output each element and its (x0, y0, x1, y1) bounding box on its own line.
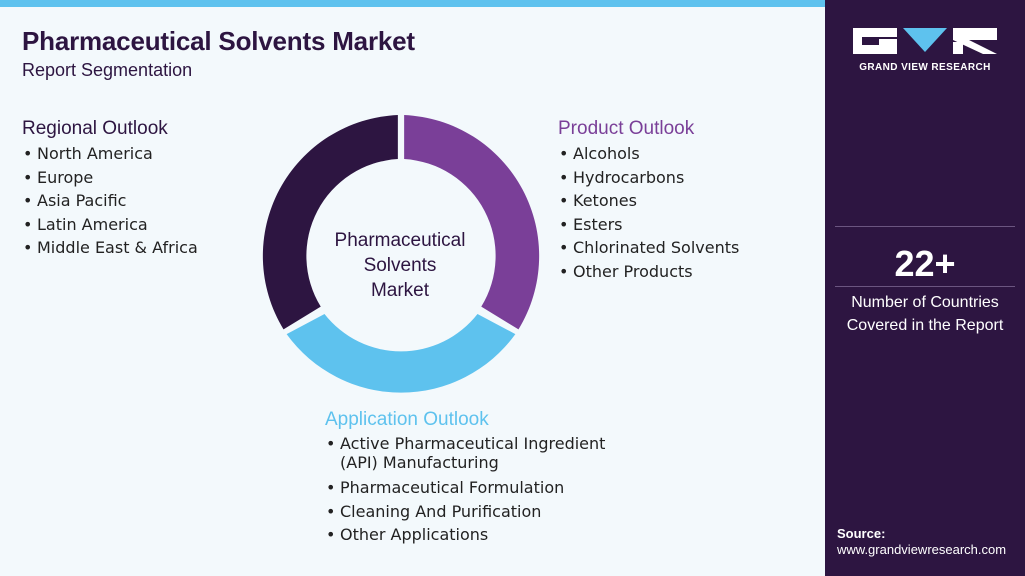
list-item: Ketones (558, 189, 739, 213)
list-item: Esters (558, 213, 739, 237)
country-count-value: 22+ (894, 243, 956, 284)
source-url: www.grandviewresearch.com (837, 542, 1007, 557)
center-label-line: Solvents (363, 255, 437, 276)
list-item: Chlorinated Solvents (558, 236, 739, 260)
application-outlook-heading: Application Outlook (325, 409, 489, 430)
product-outlook-list: Alcohols Hydrocarbons Ketones Esters Chl… (558, 142, 739, 283)
list-item: Latin America (22, 213, 198, 237)
regional-outlook-list: North America Europe Asia Pacific Latin … (22, 142, 198, 260)
center-label-line: Pharmaceutical (334, 230, 466, 251)
list-item: Europe (22, 166, 198, 190)
main-panel: Pharmaceutical Solvents Market Report Se… (0, 0, 825, 576)
stat-label-line: Covered in the Report (846, 317, 1004, 334)
source-label: Source: (837, 526, 886, 541)
center-label-line: Market (370, 280, 430, 301)
donut-segment-regional (262, 115, 398, 330)
logo-wordmark: GRAND VIEW RESEARCH (859, 62, 991, 73)
donut-center-label: Pharmaceutical Solvents Market (310, 228, 490, 303)
info-sidebar: GRAND VIEW RESEARCH 22+ Number of Countr… (825, 0, 1025, 576)
list-item: Alcohols (558, 142, 739, 166)
segmentation-donut (262, 115, 540, 393)
top-accent-bar (0, 0, 825, 7)
donut-segment-product (404, 115, 540, 330)
list-item: Cleaning And Purification (325, 500, 625, 524)
list-item: Asia Pacific (22, 189, 198, 213)
list-item: Middle East & Africa (22, 236, 198, 260)
list-item: Other Products (558, 260, 739, 284)
page-title: Pharmaceutical Solvents Market (22, 26, 415, 56)
grand-view-research-logo-icon (853, 28, 997, 54)
list-item: Active Pharmaceutical Ingredient (API) M… (325, 434, 625, 476)
list-item: Hydrocarbons (558, 166, 739, 190)
divider (835, 286, 1015, 287)
divider (835, 226, 1015, 227)
donut-segment-application (286, 313, 516, 393)
regional-outlook-heading: Regional Outlook (22, 118, 168, 139)
list-item: Pharmaceutical Formulation (325, 476, 625, 500)
page-subtitle: Report Segmentation (22, 60, 193, 80)
product-outlook-heading: Product Outlook (558, 118, 695, 139)
country-count-label: Number of Countries Covered in the Repor… (825, 291, 1025, 337)
application-outlook-list: Active Pharmaceutical Ingredient (API) M… (325, 434, 625, 547)
list-item: Other Applications (325, 523, 625, 547)
list-item: North America (22, 142, 198, 166)
stat-label-line: Number of Countries (851, 294, 999, 311)
